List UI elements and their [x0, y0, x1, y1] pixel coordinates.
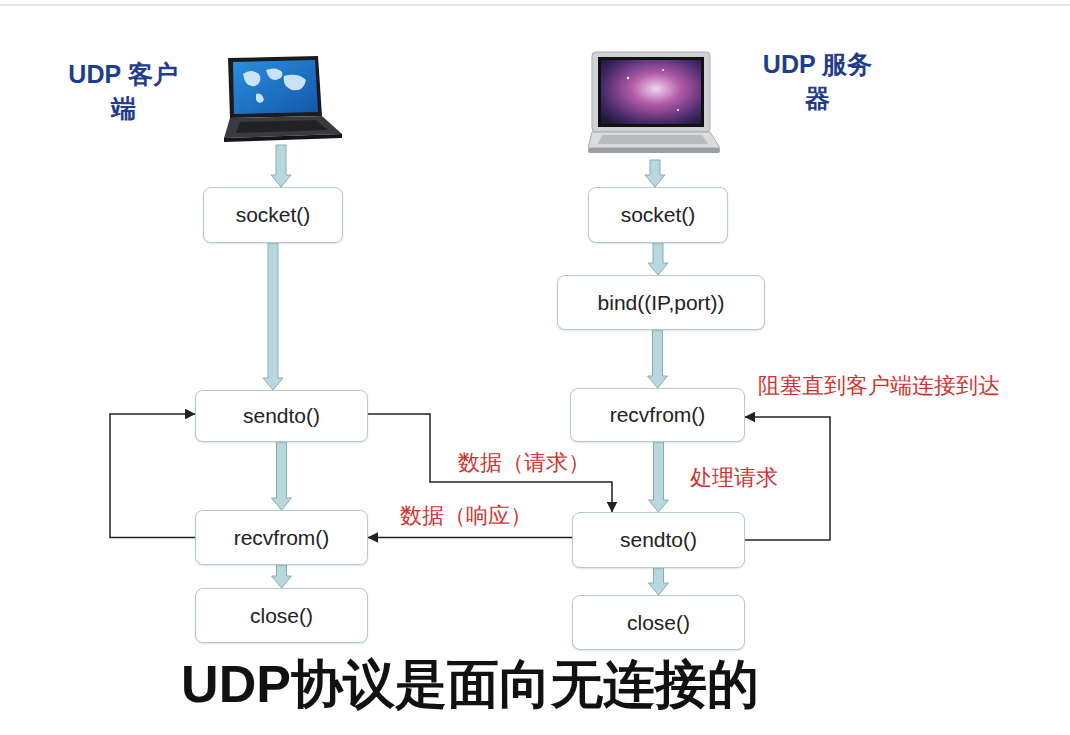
process-box: bind((IP,port)) [557, 275, 765, 330]
edge-label: 数据（响应） [398, 503, 534, 529]
note-label: 阻塞直到客户端连接到达 [756, 373, 1002, 399]
box-label: socket() [236, 203, 311, 227]
box-label: close() [250, 604, 313, 628]
server-laptop-icon [588, 50, 722, 156]
edge-label: 数据（请求） [456, 450, 592, 476]
process-box: close() [572, 595, 745, 650]
box-label: close() [627, 611, 690, 635]
flow-arrow [272, 442, 292, 510]
process-box: sendto() [572, 512, 745, 568]
figure-heading: UDP 服务器 [760, 48, 875, 116]
message-arrow [368, 537, 572, 539]
flow-arrow [649, 568, 669, 595]
flow-arrow [648, 330, 668, 388]
flow-arrow [645, 160, 665, 187]
message-arrow [110, 414, 195, 538]
flow-arrow [271, 145, 291, 187]
box-label: sendto() [620, 528, 697, 552]
server-figure: UDP 服务器 [580, 40, 880, 160]
box-label: recvfrom() [610, 403, 706, 427]
box-label: socket() [621, 203, 696, 227]
client-figure: UDP 客户端 [60, 50, 350, 145]
process-box: close() [195, 588, 368, 643]
top-rule [0, 4, 1070, 6]
flow-arrow [649, 442, 669, 512]
box-label: recvfrom() [234, 526, 330, 550]
client-laptop-icon [218, 54, 346, 144]
process-box: socket() [203, 187, 343, 243]
process-box: sendto() [195, 390, 368, 442]
flow-arrow [272, 565, 292, 588]
process-box: recvfrom() [570, 388, 745, 442]
box-label: sendto() [243, 404, 320, 428]
figure-heading: UDP 客户端 [68, 58, 178, 126]
process-box: socket() [588, 187, 728, 243]
process-box: recvfrom() [195, 510, 368, 565]
flow-arrow [263, 243, 283, 390]
caption-subtitle: UDP协议是面向无连接的 [181, 650, 759, 720]
flow-arrow [648, 243, 668, 275]
box-label: bind((IP,port)) [598, 291, 725, 315]
edge-label: 处理请求 [688, 465, 780, 491]
